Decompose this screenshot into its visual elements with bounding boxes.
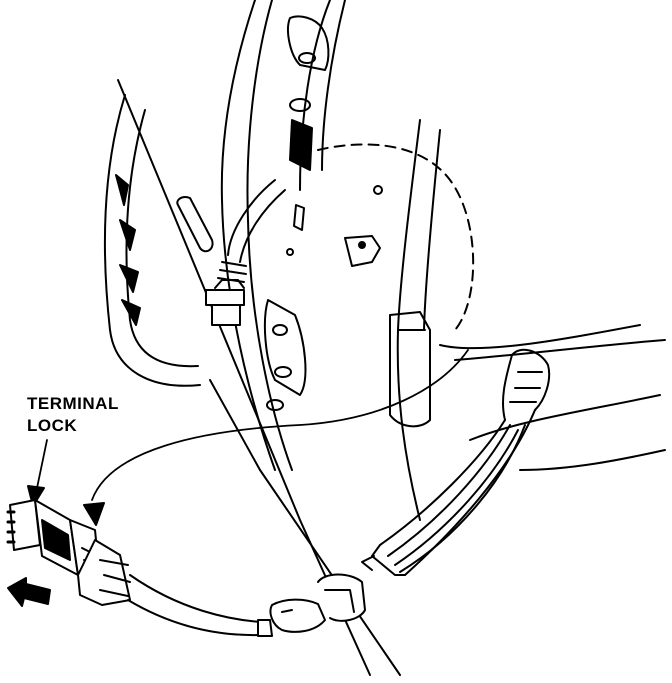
wire-harness [362,350,549,575]
door-frame-lines [118,0,400,675]
callout-line-1: TERMINAL [27,394,119,413]
routing-curved-arrow [84,350,468,525]
callout-line-2: LOCK [27,416,78,435]
detail-circle [318,144,473,330]
bracket [345,236,380,266]
upper-conduit [206,180,285,325]
body-grommet [270,575,365,632]
terminal-lock-pointer-arrow [28,440,47,506]
connector-pull-direction-arrow [8,578,50,606]
body-pillar [390,120,665,520]
trim-panel [105,95,200,386]
terminal-lock-callout: TERMINAL LOCK [27,393,119,437]
disconnected-connector [8,500,272,636]
door-panel [177,16,382,410]
